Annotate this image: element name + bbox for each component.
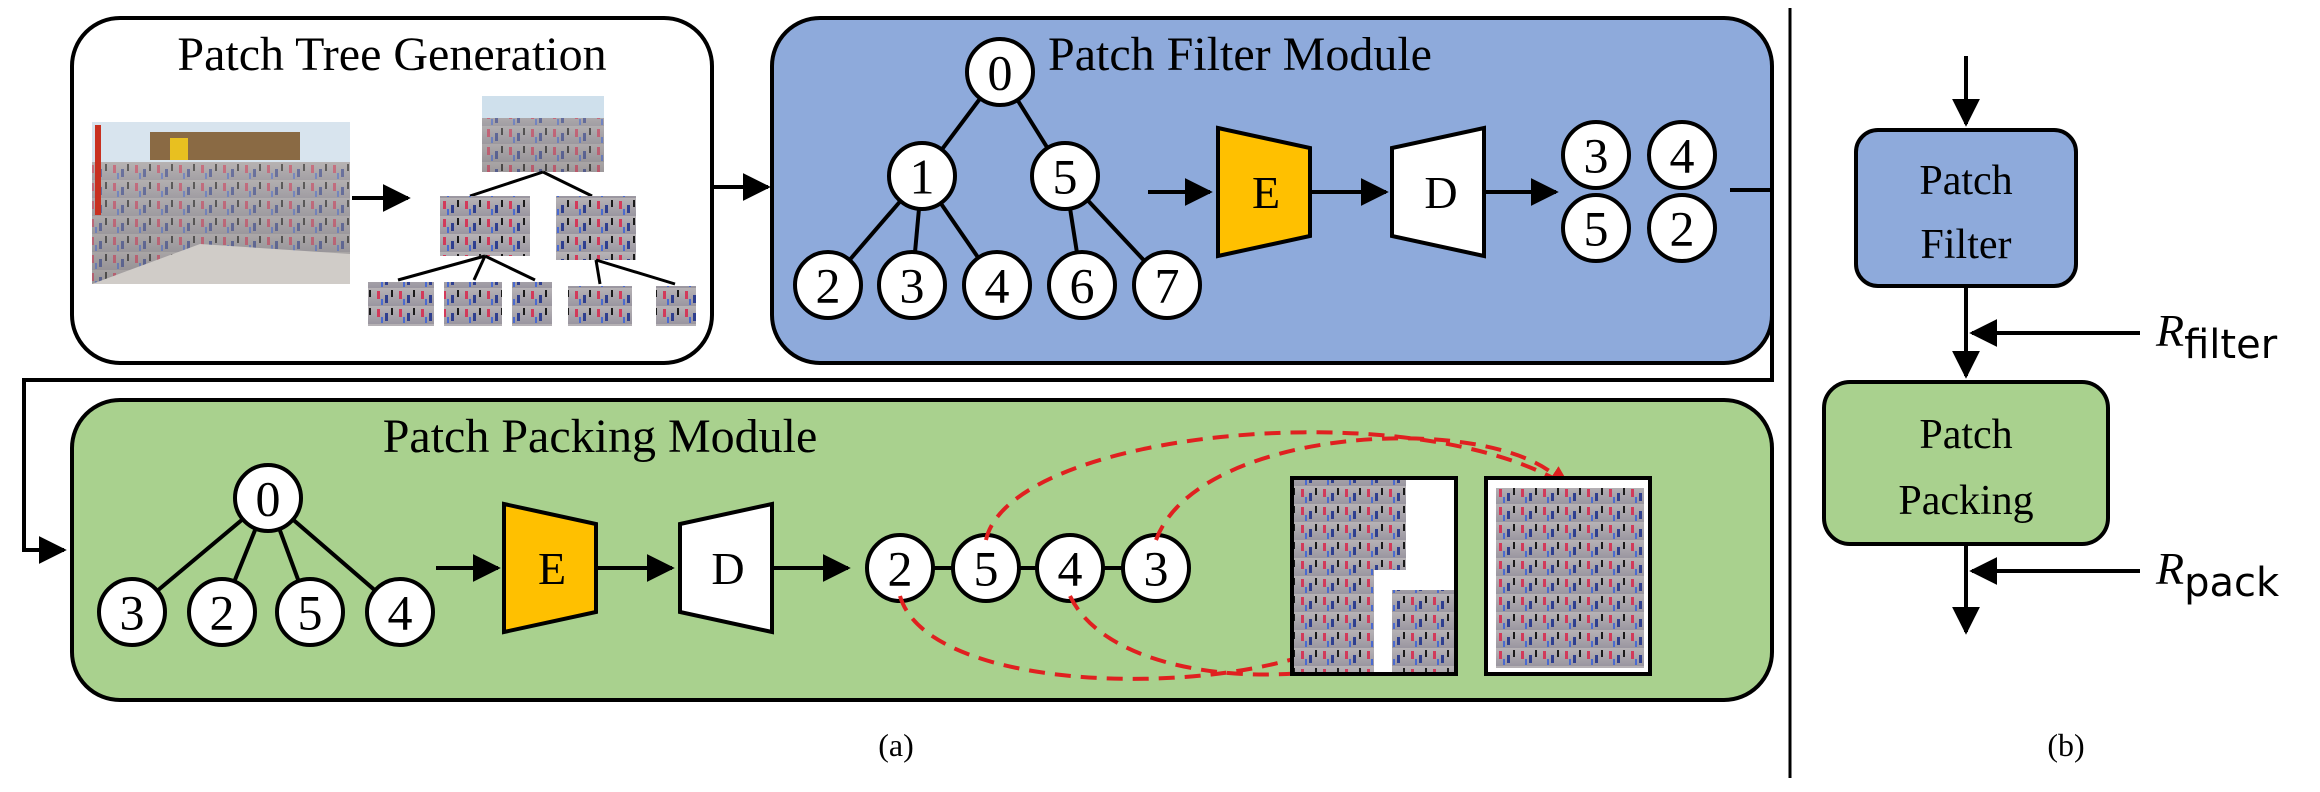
packing-tree-node: 0 [233,463,303,533]
packing-tree-node: 5 [275,577,345,647]
filter-output-node-label: 5 [1584,201,1609,257]
r-pack-label: Rpack [2155,543,2280,606]
chain-node: 2 [865,533,935,603]
filter-tree-node-label: 2 [816,258,841,314]
packing-tree-nodes: 0 3 2 5 4 [97,463,435,647]
filter-tree-node: 5 [1030,141,1100,211]
filter-output-node: 5 [1561,193,1631,263]
filter-tree-node: 6 [1047,250,1117,320]
packing-encoder-block: E [502,501,598,635]
packing-tree-node: 4 [365,577,435,647]
panel-b-patch-filter-block: Patch Filter [1854,128,2078,288]
filter-tree-node: 1 [887,141,957,211]
panel-b-patch-packing-block: Patch Packing [1822,380,2110,546]
patch-tree-thumbnails [368,96,696,326]
chain-node-label: 5 [974,541,999,597]
chain-node: 4 [1035,533,1105,603]
filter-tree-node-label: 7 [1155,258,1180,314]
filter-output-node-label: 4 [1670,128,1695,184]
patch-filter-module-title: Patch Filter Module [1048,28,1432,81]
filter-tree-node: 3 [877,250,947,320]
filter-tree-node-label: 6 [1070,258,1095,314]
panel-b-packing-line1: Patch [1919,412,2012,458]
packed-canvas-2 [1484,476,1652,676]
filter-encoder-block: E [1216,125,1312,259]
chain-nodes: 2 5 4 3 [865,533,1191,603]
packing-decoder-label: D [711,543,744,594]
filter-tree-node-label: 0 [988,45,1013,101]
filter-tree-node: 0 [965,37,1035,107]
filter-decoder-block: D [1390,125,1486,259]
filter-output-nodes: 3 4 5 2 [1561,120,1717,263]
filter-output-node: 4 [1647,120,1717,190]
panel-a-caption: (a) [878,727,914,763]
filter-tree-node: 4 [962,250,1032,320]
packed-canvas-1 [1290,476,1458,676]
chain-node: 3 [1121,533,1191,603]
scene-image [92,122,350,284]
chain-node: 5 [951,533,1021,603]
r-filter-label: Rfilter [2155,305,2278,368]
filter-output-node: 3 [1561,120,1631,190]
packing-tree-node-label: 0 [256,471,281,527]
filter-tree-node: 7 [1132,250,1202,320]
packing-decoder-block: D [678,501,774,635]
panel-b-caption: (b) [2047,727,2084,763]
packing-tree-node: 2 [187,577,257,647]
packing-tree-node-label: 2 [210,585,235,641]
packing-tree-node-label: 3 [120,585,145,641]
filter-tree-nodes: 01 5 2 3 4 6 7 [793,37,1202,320]
filter-output-node-label: 2 [1670,201,1695,257]
filter-tree-node-label: 3 [900,258,925,314]
packing-tree-node-label: 5 [298,585,323,641]
chain-node-label: 2 [888,541,913,597]
patch-packing-module-box: Patch Packing Module 0 3 2 5 4 E D 2 5 4 3 [70,398,1774,702]
filter-output-node-label: 3 [1584,128,1609,184]
filter-tree-node: 2 [793,250,863,320]
filter-tree-node-label: 1 [910,149,935,205]
filter-decoder-label: D [1424,167,1457,218]
patch-tree-generation-title: Patch Tree Generation [177,28,606,81]
panel-b-filter-line2: Filter [1921,222,2012,268]
patch-tree-generation-box: Patch Tree Generation [70,16,714,365]
patch-packing-module-title: Patch Packing Module [383,410,818,463]
chain-node-label: 4 [1058,541,1083,597]
filter-tree-node-label: 4 [985,258,1010,314]
filter-output-node: 2 [1647,193,1717,263]
chain-node-label: 3 [1144,541,1169,597]
packing-tree-node: 3 [97,577,167,647]
filter-encoder-label: E [1252,167,1280,218]
panel-b-filter-line1: Patch [1919,158,2012,204]
panel-b-packing-line2: Packing [1898,478,2033,524]
filter-to-packing-connector [22,188,1774,564]
packing-encoder-label: E [538,543,566,594]
filter-tree-node-label: 5 [1053,149,1078,205]
packing-tree-node-label: 4 [388,585,413,641]
